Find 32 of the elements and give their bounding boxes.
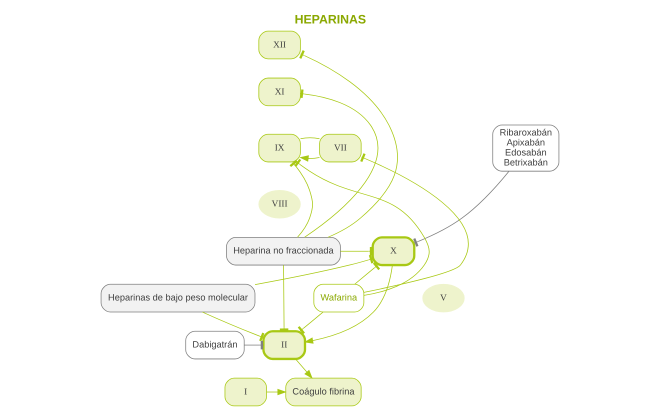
diagram-title: HEPARINAS [294,12,366,26]
node-box: II [262,330,306,360]
arrow [303,264,392,344]
arrow [266,388,286,396]
node-box: Coágulo fibrina [284,378,362,406]
node-box: Ribaroxabán Apixabán Edosabán Betrixabán [492,124,559,172]
connector [300,137,320,140]
connector [244,340,264,350]
node-box: XII [258,30,300,60]
connector [294,158,430,296]
connector [289,160,312,238]
connector [360,153,468,293]
connector [298,50,398,238]
node-box: X [371,236,415,266]
connector [202,312,264,342]
connector [300,89,378,238]
connector [297,312,323,334]
arrow [298,155,320,162]
node-box: Heparinas de bajo peso molecular [100,284,255,312]
arrow [294,358,312,379]
node-box: XI [258,78,300,106]
node-box: IX [258,134,300,162]
connector [412,170,509,247]
node-box: Dabigatrán [184,330,244,360]
node-ellipse: V [422,284,464,312]
node-ellipse: VIII [258,190,300,218]
node-box: Wafarina [312,284,364,312]
node-box: Heparina no fraccionada [226,236,340,266]
connector [354,262,380,284]
node-box: VII [318,134,362,162]
connector [254,254,373,285]
node-box: I [224,378,266,406]
